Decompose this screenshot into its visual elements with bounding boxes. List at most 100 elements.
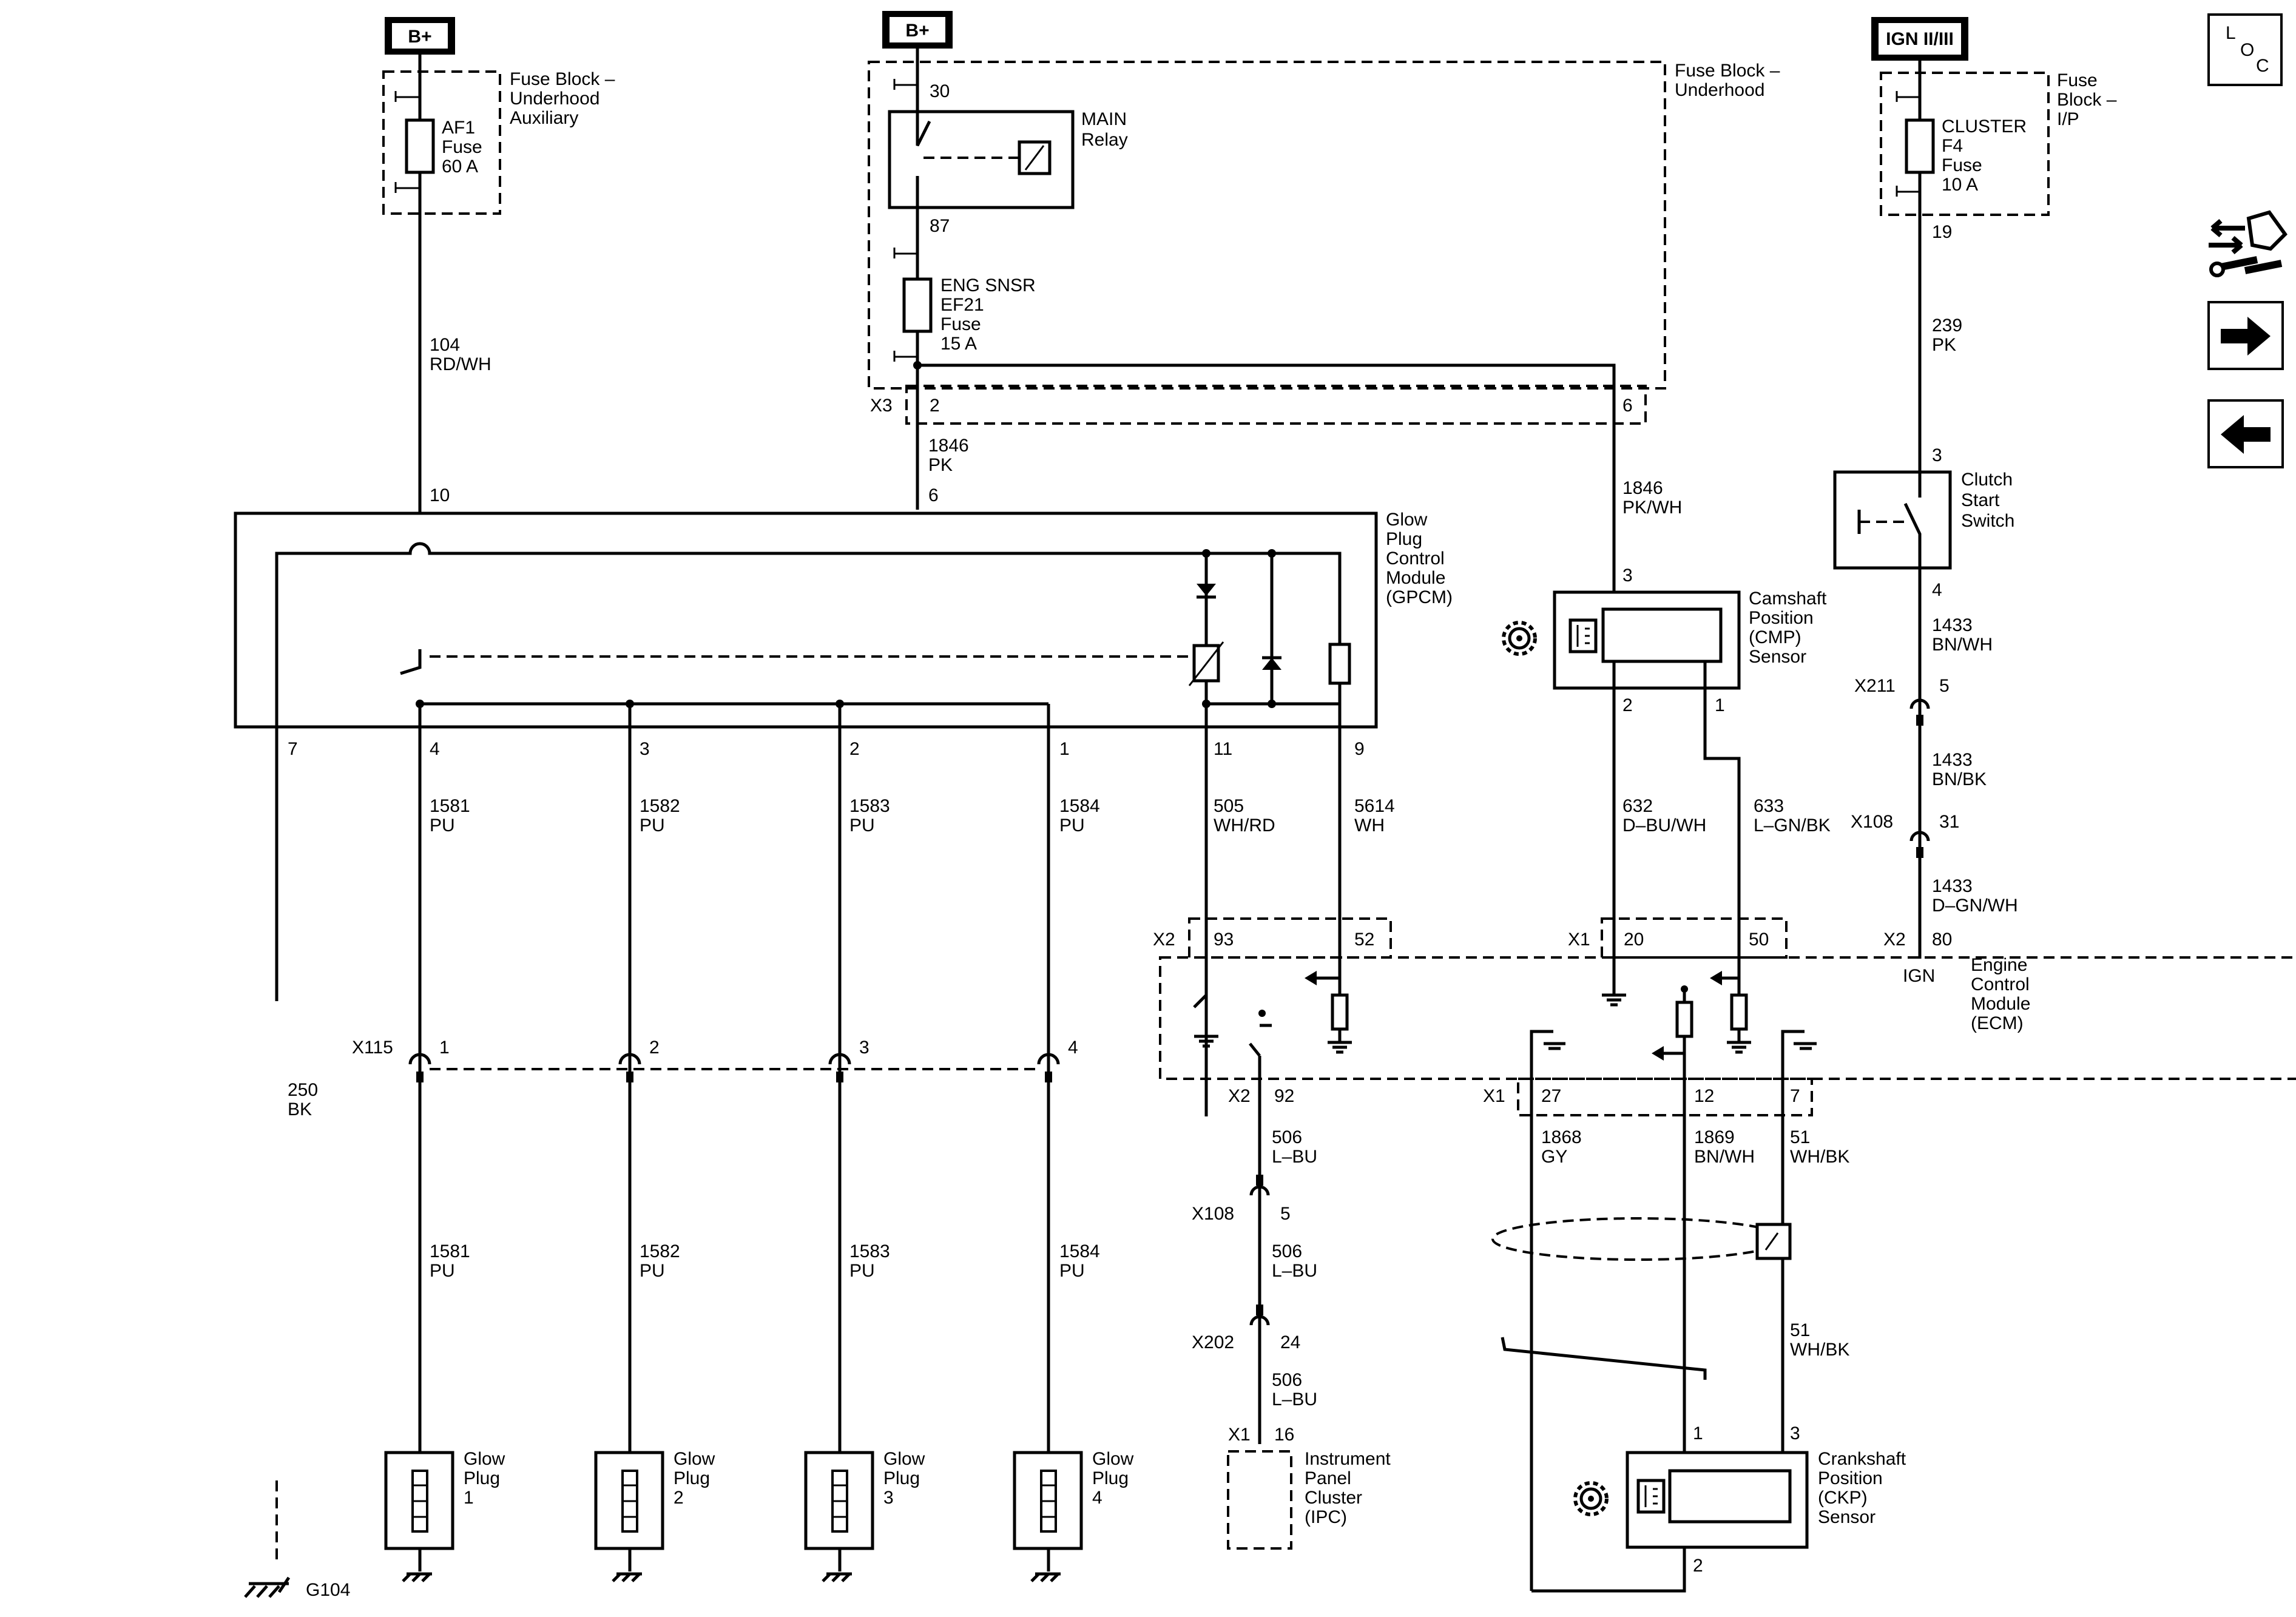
prev-page-button[interactable]: [2207, 399, 2284, 468]
terminal-af1-top: [394, 91, 420, 102]
clutch-contact: [1903, 472, 1922, 568]
next-page-button[interactable]: [2207, 301, 2284, 370]
ipc-name-3: Cluster: [1305, 1488, 1362, 1508]
glow-plug-3-l3: 3: [883, 1488, 894, 1508]
connector-x108-label-a: X108: [1851, 812, 1893, 832]
connector-x2-label-bottom: X2: [1228, 1086, 1251, 1106]
glow-plug-2-l1: Glow: [674, 1449, 715, 1469]
gpcm-pin-9: 9: [1354, 739, 1365, 759]
wire-1869-color: BN/WH: [1694, 1147, 1755, 1167]
ckp-sensor-element-mark: [1644, 1485, 1658, 1507]
connector-x2-label-right: X2: [1883, 930, 1906, 950]
wire-51b-color: WH/BK: [1790, 1340, 1849, 1360]
source-ign: IGN II/III: [1871, 17, 1968, 61]
fuse-f4-rating: 10 A: [1942, 175, 1978, 195]
wire-1433b-circuit: 1433: [1932, 750, 1973, 770]
ecm-name-1: Engine: [1971, 955, 2027, 975]
wire-1868-color: GY: [1541, 1147, 1567, 1167]
ckp-inline-connector-mark: [1764, 1232, 1779, 1251]
gpcm-name-1: Glow: [1386, 510, 1428, 530]
glow-plug-1-l2: Plug: [464, 1468, 500, 1488]
x2-pin-93: 93: [1214, 930, 1234, 950]
glow-plug-4-l2: Plug: [1092, 1468, 1129, 1488]
x108-5-female: [1249, 1185, 1270, 1196]
connector-x108-label-b: X108: [1192, 1204, 1234, 1224]
fuse-ef21: [902, 277, 933, 333]
ipc-name-4: (IPC): [1305, 1507, 1347, 1527]
gpcm-relay-contact: [400, 649, 422, 675]
ckp-pin-2: 2: [1693, 1556, 1703, 1576]
ecm-input-93: [1193, 971, 1208, 1008]
fuse-f4-name: CLUSTER: [1942, 116, 2027, 137]
location-letter-c: C: [2256, 56, 2269, 76]
ckp-name-2: Position: [1818, 1468, 1883, 1488]
wire-1583a-color: PU: [849, 815, 875, 836]
source-bplus-1-label: B+: [408, 27, 431, 47]
arrow-left-icon: [2221, 415, 2271, 454]
fuse-ef21-id: EF21: [940, 295, 984, 315]
glow-plug-3-l2: Plug: [883, 1468, 920, 1488]
cmp-name-4: Sensor: [1749, 647, 1806, 667]
fuse-block-aux-line3: Auxiliary: [510, 108, 578, 128]
clutch-name-3: Switch: [1961, 511, 2014, 531]
wire-505-color: WH/RD: [1214, 815, 1275, 836]
connector-x3-label: X3: [870, 396, 893, 416]
cmp-name-1: Camshaft: [1749, 589, 1827, 609]
ckp-sensor-body: [1668, 1469, 1792, 1524]
glow-plug-1-l3: 1: [464, 1488, 474, 1508]
cmp-name-3: (CMP): [1749, 627, 1801, 647]
fuse-block-aux: Fuse Block – Underhood Auxiliary: [382, 69, 615, 215]
gpcm-pin-1: 1: [1059, 739, 1070, 759]
ckp-sensor-element: [1636, 1479, 1666, 1514]
wire-1868-circuit: 1868: [1541, 1127, 1582, 1147]
gpcm-node-b: [1268, 549, 1276, 558]
location-button[interactable]: L O C: [2207, 13, 2283, 86]
wire-51b-circuit: 51: [1790, 1320, 1810, 1340]
gpcm-diode-1: [1197, 584, 1216, 596]
gpcm-node-d: [1268, 700, 1276, 708]
fuse-af1-rating: 60 A: [442, 157, 478, 177]
wire-1581a-color: PU: [430, 815, 455, 836]
gpcm-name-4: Module: [1386, 568, 1445, 588]
x115-pin-2: 2: [649, 1038, 660, 1058]
wire-505-circuit: 505: [1214, 796, 1244, 816]
fuse-block-aux-line1: Fuse Block –: [510, 69, 615, 89]
x1-pin-20: 20: [1624, 930, 1644, 950]
ground-g104-symbol: [244, 1576, 291, 1598]
source-bplus-2: B+: [882, 11, 953, 49]
cmp-name-2: Position: [1749, 608, 1814, 628]
x211-pin-5: 5: [1939, 676, 1950, 696]
glow-plug-4-l3: 4: [1092, 1488, 1102, 1508]
connector-x115-label: X115: [352, 1038, 393, 1058]
gpcm-node-c: [1202, 700, 1210, 708]
terminal-f4-top: [1896, 91, 1920, 102]
fuse-af1-name: AF1: [442, 118, 475, 138]
glow-plug-2-l3: 2: [674, 1488, 684, 1508]
ipc-name-1: Instrument: [1305, 1449, 1391, 1469]
wire-250-color: BK: [288, 1099, 312, 1119]
glow-plug-4: [1013, 1451, 1083, 1582]
x108-pin-31: 31: [1939, 812, 1959, 832]
gpcm-pin-10: 10: [430, 485, 450, 505]
fuse-ef21-name: ENG SNSR: [940, 275, 1036, 295]
wire-1583b-circuit: 1583: [849, 1241, 890, 1261]
wire-1433c-circuit: 1433: [1932, 876, 1973, 896]
x1-pin-12: 12: [1694, 1086, 1714, 1106]
wire-1846b-color: PK/WH: [1622, 498, 1682, 518]
x108-pin-5: 5: [1280, 1204, 1291, 1224]
connector-x1-bottom: [1517, 1078, 1813, 1116]
ecm-name-2: Control: [1971, 974, 2030, 994]
source-bplus-2-label: B+: [905, 21, 929, 41]
relay-pin-87: 87: [930, 216, 950, 236]
ecm-arrow-12: [1652, 1046, 1664, 1061]
ecm-ground-50: [1727, 1029, 1751, 1054]
glow-plug-3: [804, 1451, 874, 1582]
wire-506a-circuit: 506: [1272, 1127, 1302, 1147]
x2-pin-92: 92: [1274, 1086, 1294, 1106]
ckp-shield-drain: [1531, 1547, 1686, 1593]
gpcm-name-5: (GPCM): [1386, 587, 1453, 607]
connector-tools-icon[interactable]: [2209, 210, 2288, 277]
wire-239-circuit: 239: [1932, 316, 1962, 336]
terminal-87: [893, 248, 917, 258]
ecm-ground-93: [1194, 1019, 1218, 1048]
